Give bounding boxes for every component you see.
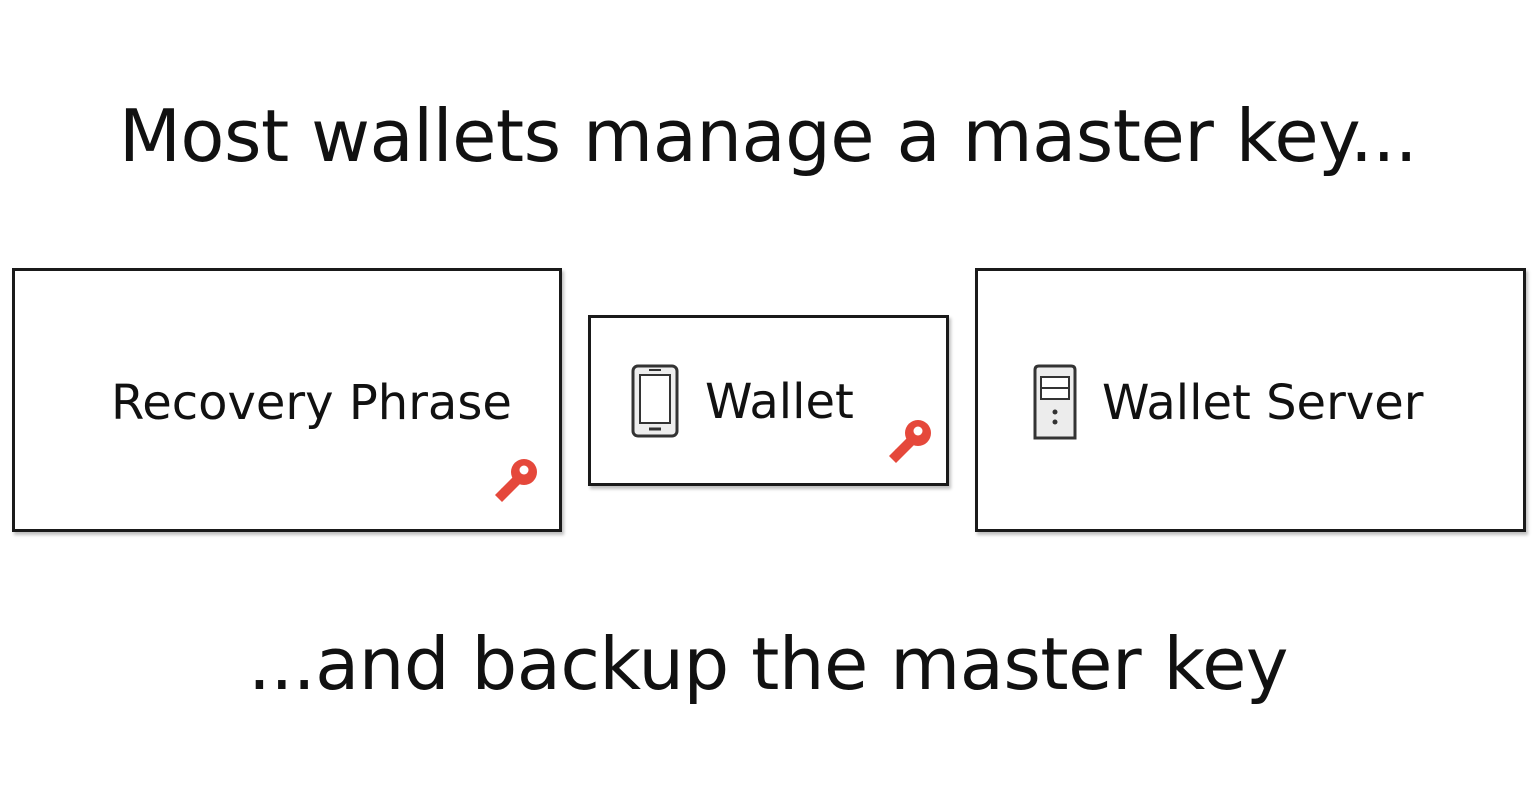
wallet-box: Wallet: [588, 315, 949, 486]
recovery-phrase-label: Recovery Phrase: [111, 375, 512, 431]
key-icon: [889, 420, 931, 463]
slide-title: Most wallets manage a master key...: [118, 94, 1418, 178]
server-icon: [1033, 364, 1077, 440]
key-icon: [495, 459, 537, 502]
wallet-server-box: Wallet Server: [975, 268, 1526, 532]
slide-subtitle: ...and backup the master key: [248, 622, 1288, 706]
wallet-label: Wallet: [705, 374, 854, 430]
recovery-phrase-box: Recovery Phrase: [12, 268, 562, 532]
phone-icon: [631, 364, 679, 438]
wallet-server-label: Wallet Server: [1102, 375, 1424, 431]
